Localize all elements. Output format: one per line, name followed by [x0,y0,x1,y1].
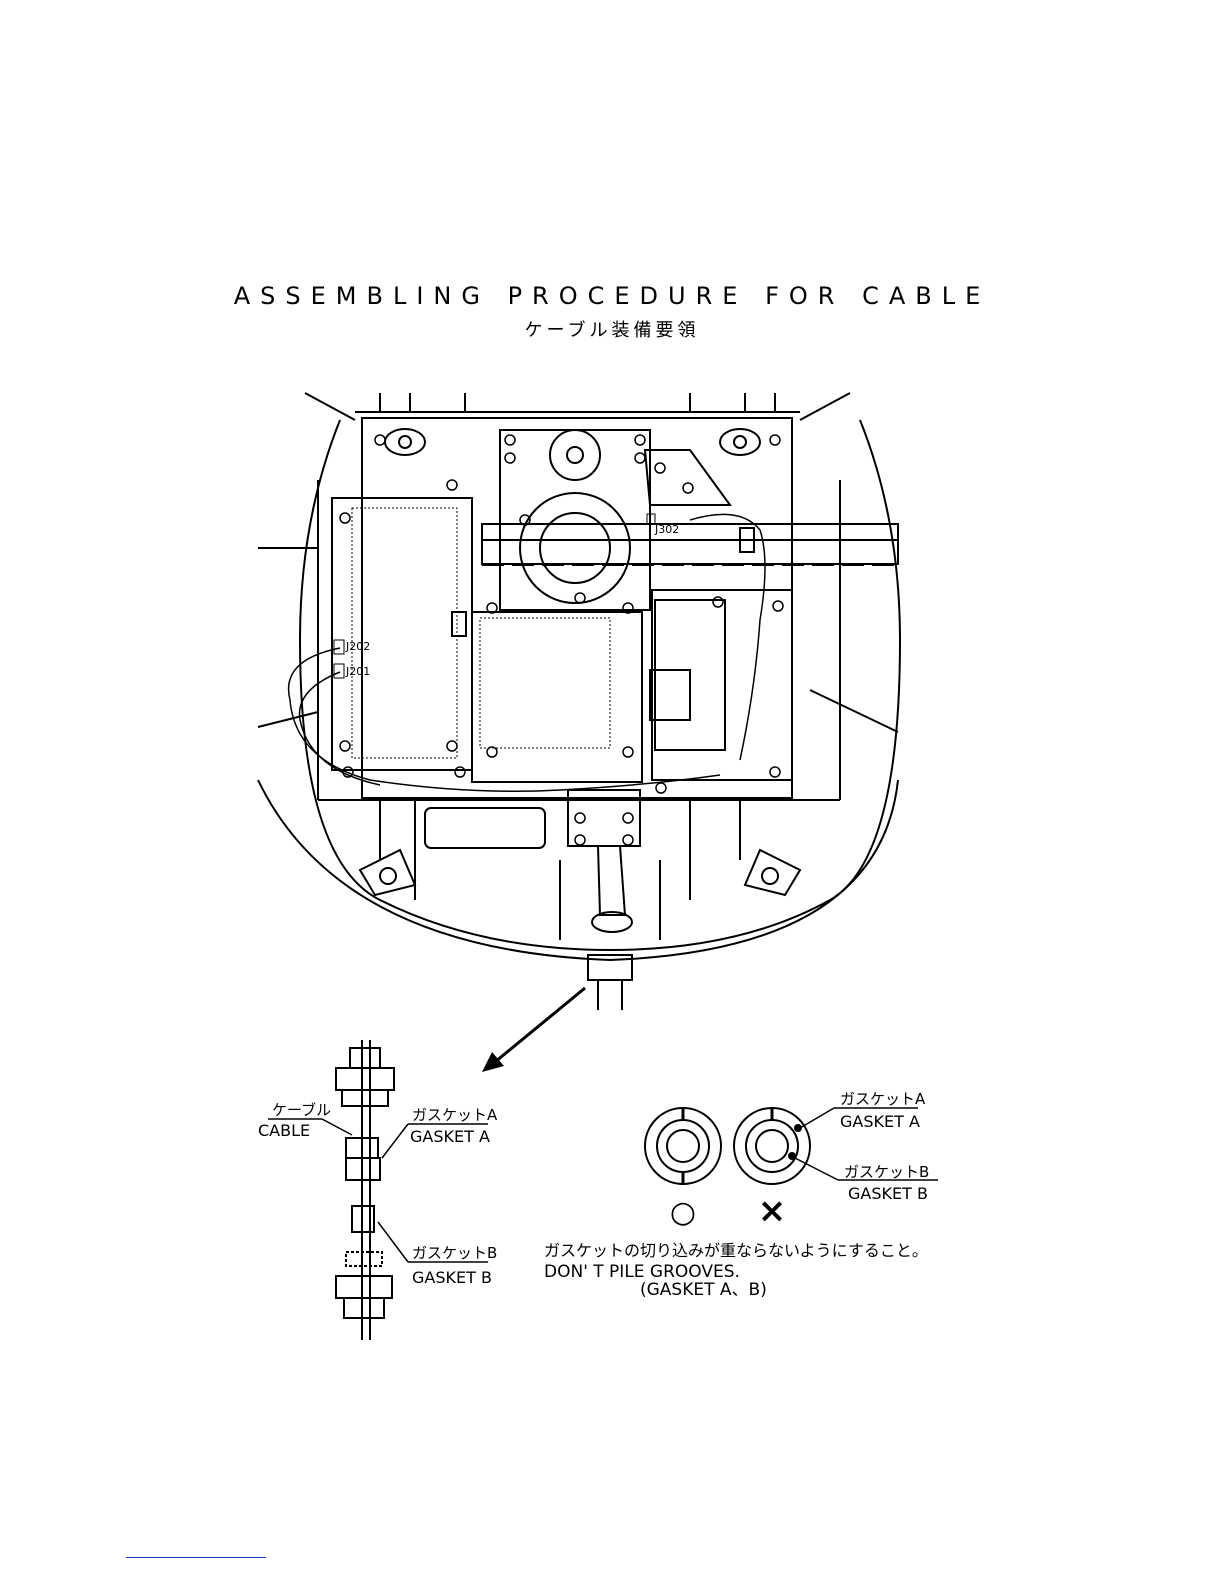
housing-drawing [258,393,900,1010]
cable-label-jp: ケーブル [272,1101,331,1119]
j202-connector [334,640,344,654]
cable-label-en: CABLE [258,1121,310,1140]
cable-exploded-view [336,1040,394,1340]
instruction-en-line1: DON' T PILE GROOVES. [544,1262,740,1282]
j201-connector [334,664,344,678]
j201-label: J201 [345,665,370,678]
ok-mark: ○ [670,1195,696,1230]
j202-label: J202 [345,640,370,653]
ng-mark: × [758,1191,787,1231]
groove-gasket-a-label-jp: ガスケットA [840,1090,926,1108]
groove-gasket-b-label-en: GASKET B [848,1184,928,1203]
groove-ok-example [645,1108,721,1184]
gasket-a-label-en: GASKET A [410,1127,490,1146]
gasket-a-label-jp: ガスケットA [412,1106,498,1124]
gasket-b-label-en: GASKET B [412,1268,492,1287]
gasket-b-label-jp: ガスケットB [412,1244,497,1262]
screws [340,435,783,845]
instruction-jp: ガスケットの切り込みが重ならないようにすること。 [544,1241,928,1260]
groove-gasket-a-label-en: GASKET A [840,1112,920,1131]
detail-arrow [482,988,585,1072]
footer-rule [126,1557,266,1558]
groove-ng-example [734,1108,810,1184]
j302-label: J302 [654,523,679,536]
instruction-en-line2: (GASKET A、B) [640,1280,767,1300]
groove-gasket-b-label-jp: ガスケットB [844,1163,929,1181]
